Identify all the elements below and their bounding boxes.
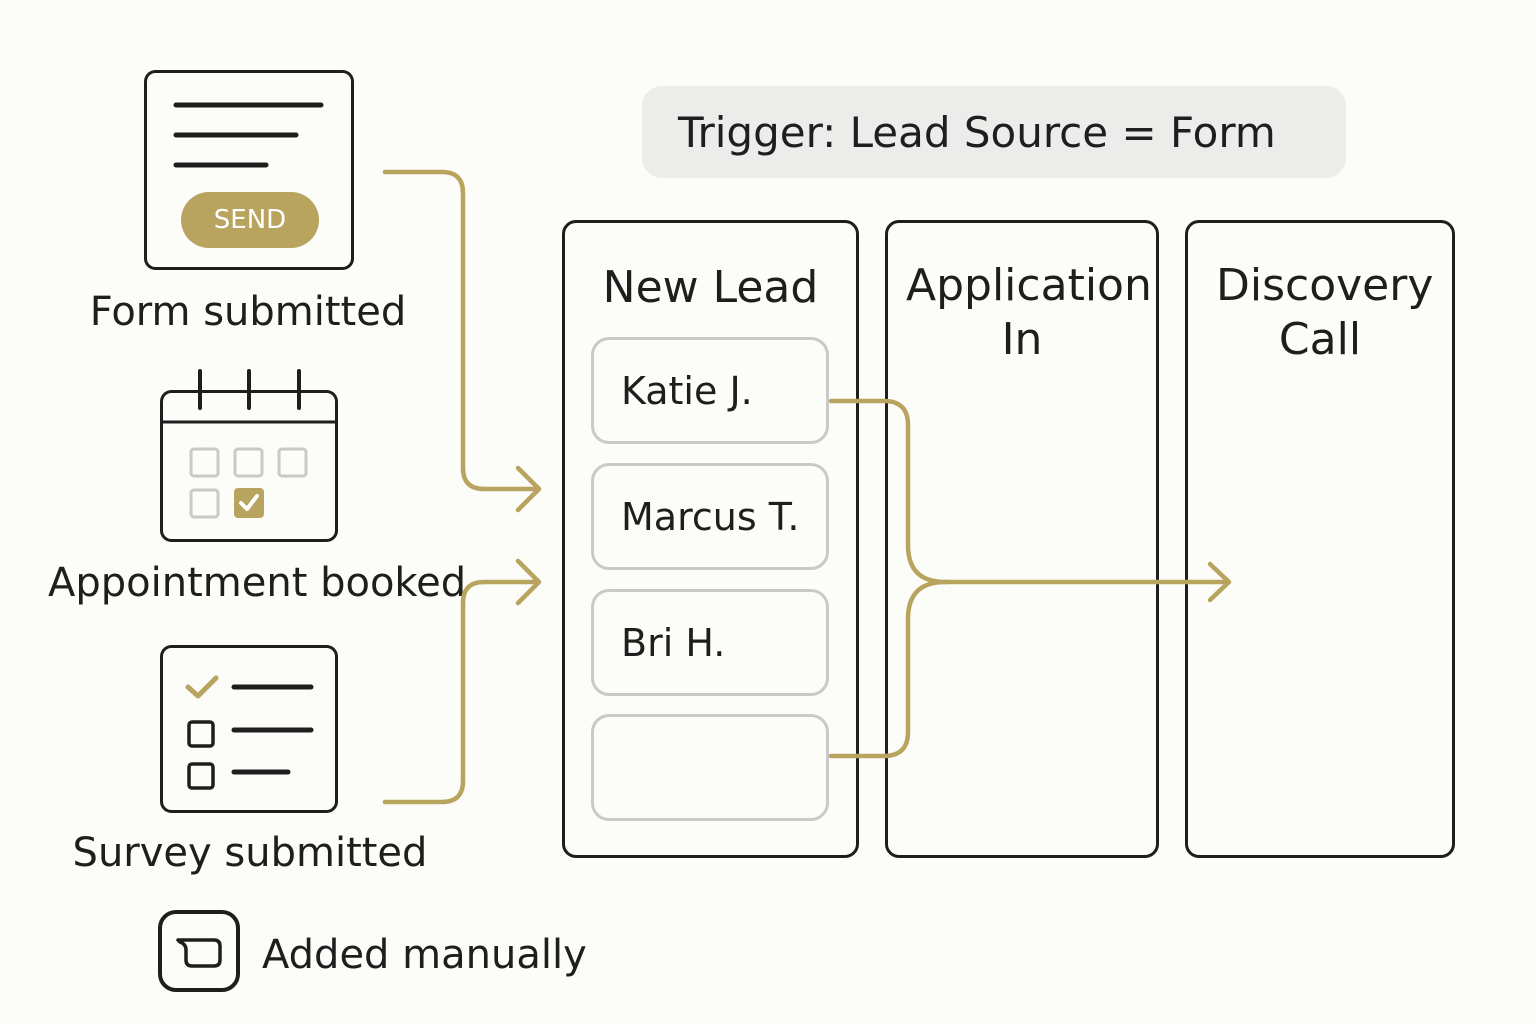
column-title: Application In bbox=[906, 260, 1152, 365]
column-title: Discovery Call bbox=[1216, 260, 1434, 365]
column-discovery-call: Discovery Call bbox=[1185, 220, 1455, 858]
column-application-in: Application In bbox=[885, 220, 1159, 858]
lead-card-empty[interactable] bbox=[591, 714, 829, 821]
column-title: New Lead bbox=[602, 262, 819, 313]
manual-add-icon bbox=[158, 910, 240, 992]
trigger-text: Trigger: Lead Source = Form bbox=[678, 107, 1276, 157]
checklist-icon bbox=[160, 645, 340, 815]
calendar-icon bbox=[160, 368, 340, 544]
lead-card-katie[interactable]: Katie J. bbox=[591, 337, 829, 444]
lead-card-bri[interactable]: Bri H. bbox=[591, 589, 829, 696]
lead-card-marcus[interactable]: Marcus T. bbox=[591, 463, 829, 570]
form-to-new-lead-arrow bbox=[382, 169, 541, 492]
form-submitted-label: Form submitted bbox=[89, 289, 407, 335]
arrowhead bbox=[515, 558, 542, 606]
form-icon: SEND bbox=[144, 70, 354, 270]
arrowhead bbox=[1207, 561, 1232, 603]
arrowhead bbox=[515, 465, 542, 513]
survey-submitted-label: Survey submitted bbox=[72, 830, 428, 876]
send-button: SEND bbox=[213, 205, 287, 235]
appointment-booked-label: Appointment booked bbox=[48, 560, 467, 606]
added-manually-label: Added manually bbox=[262, 932, 587, 978]
trigger-banner: Trigger: Lead Source = Form bbox=[642, 86, 1346, 178]
empty-card-to-discovery-arrow bbox=[828, 579, 948, 759]
katie-to-discovery-arrow bbox=[828, 398, 948, 585]
survey-to-new-lead-arrow bbox=[382, 579, 541, 805]
